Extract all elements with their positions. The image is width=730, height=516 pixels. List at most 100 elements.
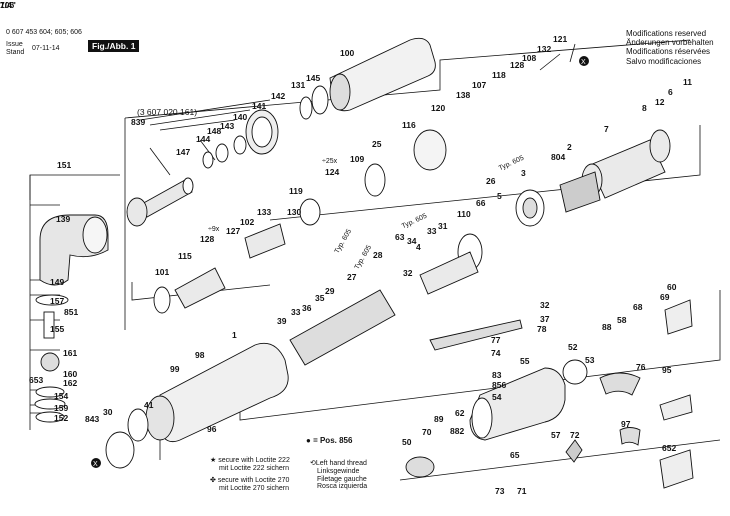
part-label: 109 bbox=[350, 154, 365, 164]
housing-100-shape bbox=[299, 37, 436, 120]
part-label: 7 bbox=[604, 124, 609, 134]
part-label: 1/4" bbox=[0, 0, 16, 10]
part-label: 39 bbox=[277, 316, 287, 326]
pos-dot-icon: ● bbox=[306, 436, 311, 445]
loctite222-en: secure with Loctite 222 bbox=[218, 457, 290, 464]
part-label: 31 bbox=[438, 221, 448, 231]
part-label: 131 bbox=[291, 80, 306, 90]
part-label: 73 bbox=[495, 486, 505, 496]
part-label: 128 bbox=[200, 234, 215, 244]
part-label: 57 bbox=[551, 430, 561, 440]
part-label: 128 bbox=[510, 60, 525, 70]
part-label: 144 bbox=[196, 134, 211, 144]
part-label: 99 bbox=[170, 364, 180, 374]
figure-label: Fig./Abb. 1 bbox=[88, 40, 140, 52]
loctite-270-legend: ✤ secure with Loctite 270 mit Loctite 27… bbox=[210, 477, 289, 493]
part-label: 162 bbox=[63, 378, 78, 388]
part-label: 856 bbox=[492, 380, 507, 390]
part-label: 652 bbox=[662, 443, 677, 453]
part-label: 119 bbox=[289, 186, 303, 196]
svg-text:X: X bbox=[581, 59, 586, 66]
part-label: 63 bbox=[395, 232, 405, 242]
part-label: 69 bbox=[660, 292, 670, 302]
part-label: 154 bbox=[54, 391, 69, 401]
gear-housing-shape bbox=[405, 299, 694, 489]
part-label: 35 bbox=[315, 293, 325, 303]
left-hand-thread-legend: ⟲Left hand thread Linksgewinde Filetage … bbox=[310, 460, 367, 491]
part-label: 26 bbox=[486, 176, 496, 186]
part-label: 145 bbox=[306, 73, 321, 83]
part-label: 96 bbox=[207, 424, 217, 434]
part-label: 72 bbox=[570, 430, 580, 440]
motor-cylinder-shapes bbox=[153, 129, 671, 366]
part-label: 148 bbox=[207, 126, 222, 136]
part-label: 55 bbox=[520, 356, 530, 366]
part-label: 97 bbox=[621, 419, 631, 429]
part-label: 98 bbox=[195, 350, 205, 360]
part-label: 2 bbox=[567, 142, 572, 152]
part-label: 155 bbox=[50, 324, 65, 334]
part-label: 5 bbox=[497, 191, 502, 201]
part-label: 102 bbox=[240, 217, 255, 227]
part-label: 88 bbox=[602, 322, 612, 332]
part-label: 160 bbox=[63, 369, 78, 379]
part-label: 110 bbox=[457, 209, 471, 219]
star-icon: ★ bbox=[210, 457, 219, 464]
part-label: 74 bbox=[491, 348, 501, 358]
part-label: 124 bbox=[325, 167, 340, 177]
part-label: 107 bbox=[472, 80, 487, 90]
part-label: 71 bbox=[517, 486, 527, 496]
part-label: 28 bbox=[373, 250, 383, 260]
part-label: 127 bbox=[226, 226, 241, 236]
part-label: 108 bbox=[522, 53, 537, 63]
part-label: 29 bbox=[325, 286, 335, 296]
part-label: 132 bbox=[537, 44, 552, 54]
part-label: 33 bbox=[427, 226, 437, 236]
part-label: 161 bbox=[63, 348, 78, 358]
part-label: 65 bbox=[510, 450, 520, 460]
part-label: 32 bbox=[540, 300, 550, 310]
part-label: 653 bbox=[29, 375, 44, 385]
part-label: 95 bbox=[662, 365, 672, 375]
part-label: 130 bbox=[287, 207, 302, 217]
part-label: 159 bbox=[54, 403, 69, 413]
qty-9x-label: ÷9x bbox=[208, 226, 220, 233]
part-label: 141 bbox=[252, 101, 267, 111]
part-label: 60 bbox=[667, 282, 677, 292]
shaft-147-shape bbox=[126, 177, 194, 227]
part-label: 157 bbox=[50, 296, 65, 306]
part-label: 4 bbox=[416, 242, 421, 252]
part-label: 6 bbox=[668, 87, 673, 97]
housing-1-shape bbox=[105, 342, 289, 469]
cross-flower-icon: ✤ bbox=[210, 477, 218, 484]
part-label: 100 bbox=[340, 48, 355, 58]
part-label: 839 bbox=[131, 117, 146, 127]
part-label: 12 bbox=[655, 97, 665, 107]
part-label: 121 bbox=[553, 34, 568, 44]
loctite-222-legend: ★ secure with Loctite 222 mit Loctite 22… bbox=[210, 457, 290, 473]
svg-text:X: X bbox=[93, 461, 98, 468]
part-label: 33 bbox=[291, 307, 301, 317]
part-label: 89 bbox=[434, 414, 444, 424]
lh-fr: Filetage gauche bbox=[317, 475, 367, 483]
mod-line-de: Änderungen vorbehalten bbox=[626, 38, 714, 48]
part-label: 58 bbox=[617, 315, 627, 325]
loctite222-de: mit Loctite 222 sichern bbox=[219, 464, 290, 472]
part-label: 83 bbox=[492, 370, 502, 380]
part-label: 1 bbox=[232, 330, 237, 340]
x-markers: X X bbox=[91, 56, 589, 468]
part-label: 36 bbox=[302, 303, 312, 313]
part-label: 118 bbox=[492, 70, 506, 80]
assembly-ref: (3 607 020 161) bbox=[137, 107, 198, 117]
part-label: 804 bbox=[551, 152, 566, 162]
part-label: 37 bbox=[540, 314, 550, 324]
lh-es: Rosca izquierda bbox=[317, 483, 368, 491]
issue-date: 07-11-14 bbox=[32, 45, 60, 52]
part-label: 78 bbox=[537, 324, 547, 334]
part-label: 140 bbox=[233, 112, 248, 122]
part-label: 147 bbox=[176, 147, 191, 157]
part-label: 8 bbox=[642, 103, 647, 113]
part-label: 50 bbox=[402, 437, 412, 447]
modifications-note: Modifications reserved Änderungen vorbeh… bbox=[626, 29, 714, 66]
loctite270-de: mit Loctite 270 sichern bbox=[219, 484, 290, 492]
